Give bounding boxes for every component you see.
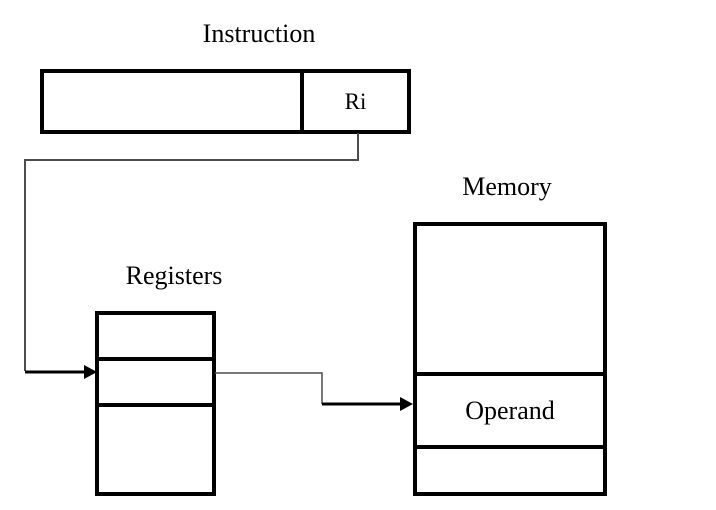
instruction-box: Ri bbox=[40, 69, 411, 134]
memory-row-bottom bbox=[417, 449, 603, 492]
register-row-0 bbox=[99, 315, 212, 357]
registers-box bbox=[95, 311, 216, 496]
memory-label: Memory bbox=[462, 172, 552, 201]
instruction-register-field: Ri bbox=[300, 73, 407, 130]
memory-row-operand: Operand bbox=[417, 372, 603, 449]
instruction-opcode-field bbox=[44, 73, 300, 130]
registers-to-memory-connector-line bbox=[215, 372, 323, 404]
register-row-2 bbox=[99, 407, 212, 492]
memory-box: Operand bbox=[413, 222, 607, 496]
register-field-label: Ri bbox=[344, 88, 367, 114]
memory-row-top bbox=[417, 226, 603, 372]
registers-label: Registers bbox=[125, 261, 223, 290]
instruction-label: Instruction bbox=[202, 19, 316, 48]
operand-label: Operand bbox=[465, 395, 555, 425]
memory-arrowhead-icon bbox=[400, 397, 413, 411]
register-row-1-selected bbox=[99, 357, 212, 407]
